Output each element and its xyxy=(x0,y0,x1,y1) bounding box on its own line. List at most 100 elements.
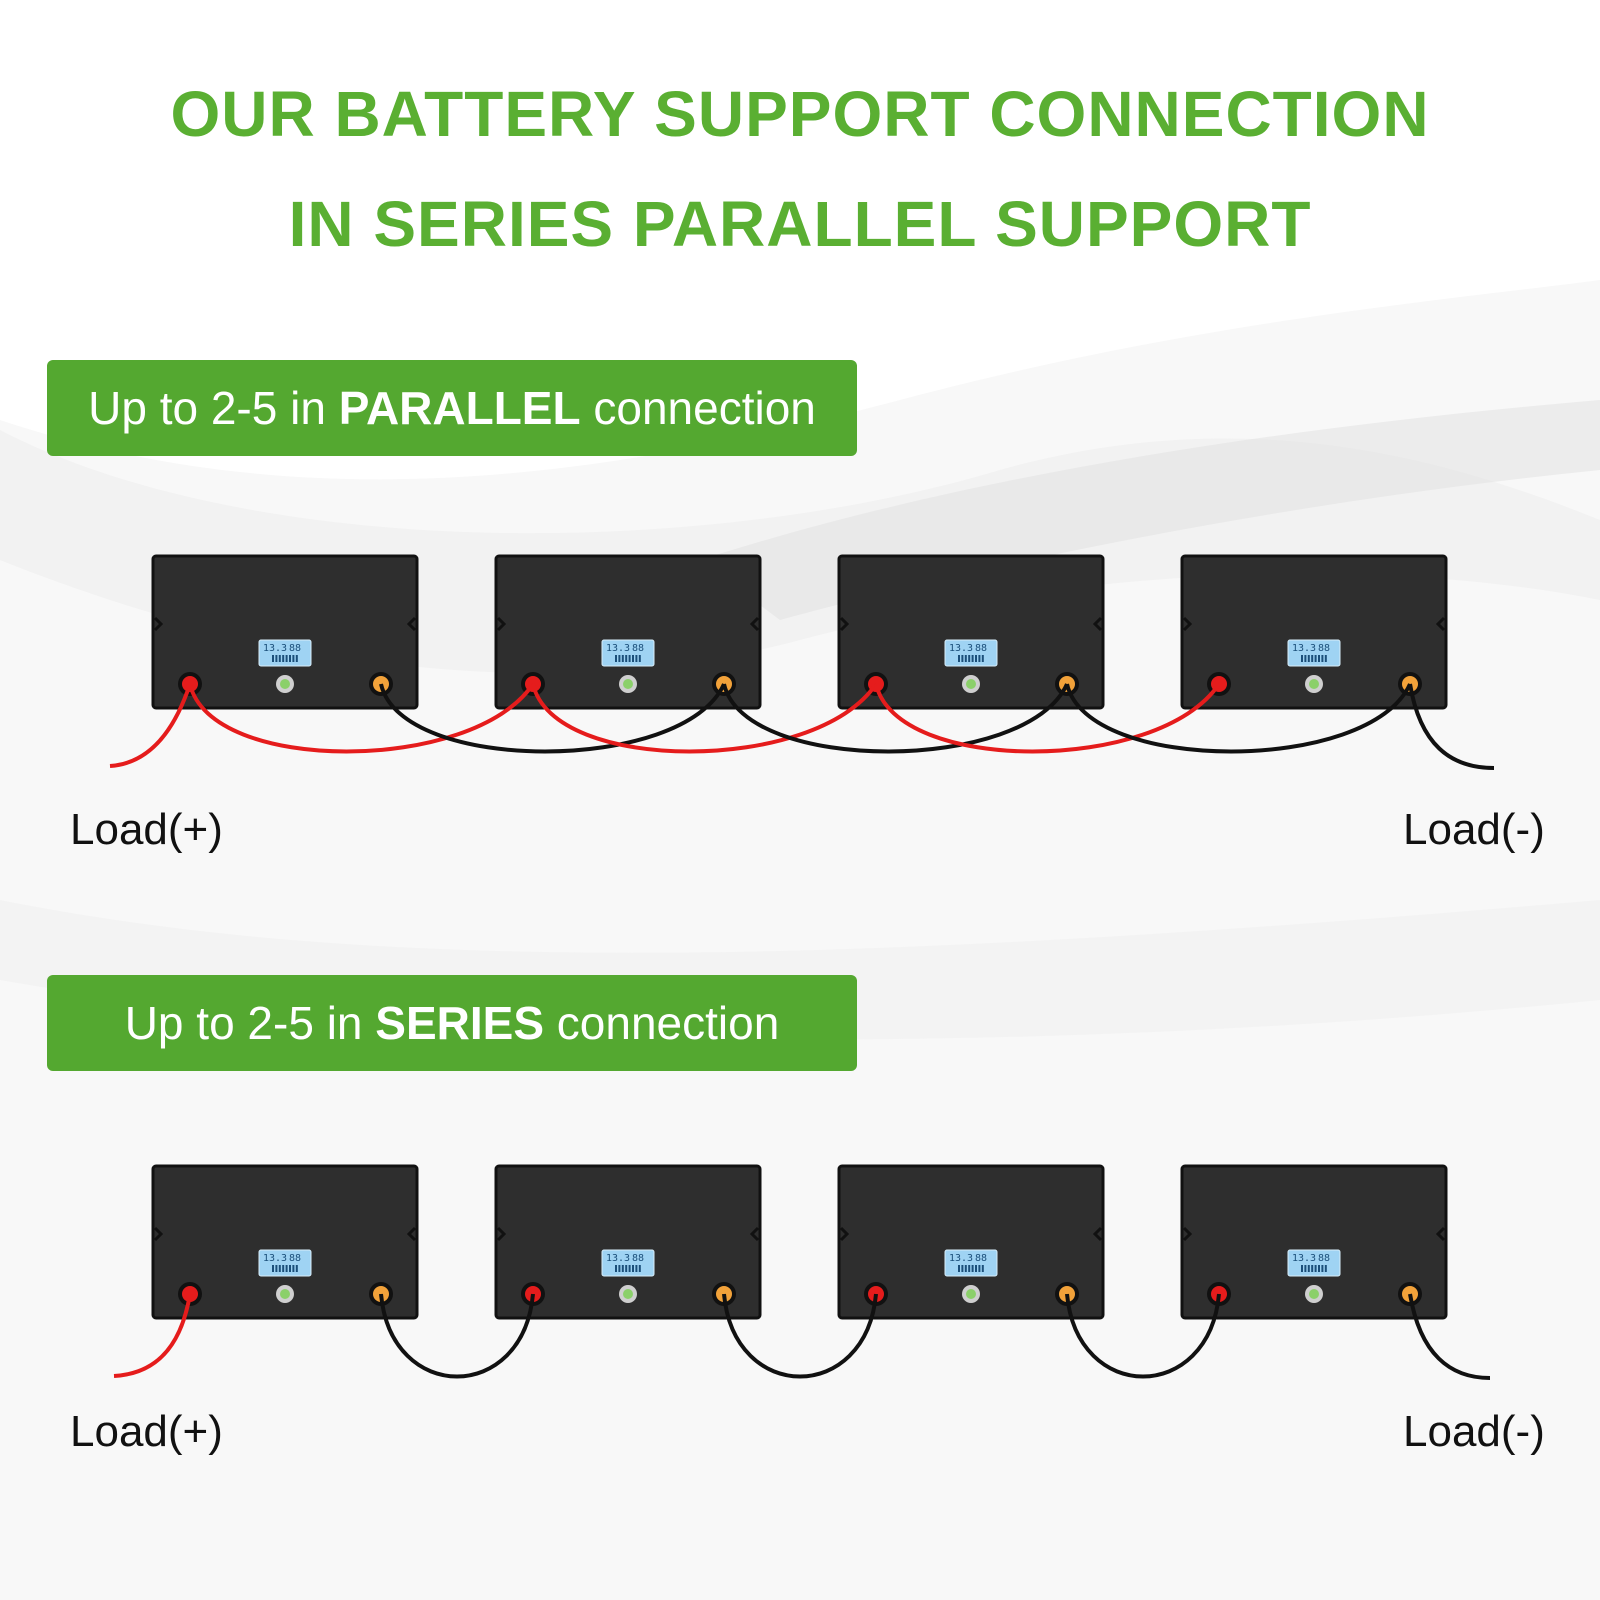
series-banner: Up to 2-5 in SERIES connection xyxy=(47,975,857,1071)
battery-lcd-bar xyxy=(1321,655,1324,662)
battery-lcd-bar xyxy=(272,655,274,662)
battery-lcd-bar xyxy=(981,1265,984,1272)
battery-lcd-bar xyxy=(621,655,624,662)
battery-notch-left xyxy=(839,1226,850,1242)
power-button-led xyxy=(1309,1289,1319,1299)
battery-lcd-bar xyxy=(1307,1265,1310,1272)
load-negative-wire xyxy=(1408,683,1495,770)
battery-lcd-bar xyxy=(625,1265,628,1272)
battery-lcd-bar xyxy=(1318,655,1320,662)
battery-lcd-bar xyxy=(628,655,631,662)
battery-notch-right xyxy=(406,1226,417,1242)
battery-lcd-bar xyxy=(1321,1265,1324,1272)
positive-link-wire xyxy=(874,682,1221,754)
battery-lcd-voltage: 13.3 xyxy=(606,1253,630,1264)
battery-lcd-percent: 88 xyxy=(1318,1253,1330,1264)
battery-lcd-bar xyxy=(292,655,295,662)
battery-lcd-bar xyxy=(282,655,285,662)
battery-notch-right xyxy=(1435,616,1446,632)
battery-lcd-bar xyxy=(292,1265,295,1272)
load-positive-wire xyxy=(109,683,192,768)
battery-lcd-percent: 88 xyxy=(975,643,987,654)
battery-lcd-bar xyxy=(1324,1265,1327,1272)
battery-lcd-bar xyxy=(1311,655,1314,662)
parallel-wires xyxy=(109,682,1495,770)
battery-lcd-bar xyxy=(964,655,967,662)
load-positive-wire xyxy=(113,1293,192,1378)
battery-body xyxy=(1180,554,1448,710)
battery-notch-left xyxy=(496,616,507,632)
battery-notch-left xyxy=(496,1226,507,1242)
battery-lcd-bar xyxy=(978,655,981,662)
headline-line-1: OUR BATTERY SUPPORT CONNECTION xyxy=(170,78,1430,150)
battery-lcd-bar xyxy=(272,1265,274,1272)
battery-lcd-bar xyxy=(615,655,617,662)
negative-link-wire xyxy=(379,683,726,754)
battery-lcd-bar xyxy=(978,1265,981,1272)
battery-lcd-bar xyxy=(968,1265,971,1272)
battery-lcd-voltage: 13.3 xyxy=(606,643,630,654)
series-link-wire xyxy=(1065,1293,1221,1379)
battery-lcd-bar xyxy=(278,1265,281,1272)
power-button-led xyxy=(623,679,633,689)
power-button-led xyxy=(966,679,976,689)
power-button-led xyxy=(966,1289,976,1299)
battery-notch-left xyxy=(839,616,850,632)
series-load-positive-label: Load(+) xyxy=(70,1407,223,1456)
battery-body xyxy=(837,1164,1105,1320)
battery-lcd-bar xyxy=(295,1265,298,1272)
battery-lcd-bar xyxy=(975,1265,977,1272)
battery-lcd-bar xyxy=(1304,1265,1307,1272)
battery-lcd-bar xyxy=(278,655,281,662)
power-button-led xyxy=(623,1289,633,1299)
battery-lcd-bar xyxy=(282,1265,285,1272)
battery-lcd-bar xyxy=(1301,1265,1303,1272)
battery-lcd-percent: 88 xyxy=(632,1253,644,1264)
battery-notch-right xyxy=(1092,1226,1103,1242)
battery-lcd-bar xyxy=(958,655,960,662)
battery-lcd-voltage: 13.3 xyxy=(949,643,973,654)
battery-notch-left xyxy=(153,1226,164,1242)
battery-notch-right xyxy=(749,616,760,632)
battery-lcd-bar xyxy=(289,655,291,662)
battery-body xyxy=(837,554,1105,710)
battery-lcd-bar xyxy=(618,655,621,662)
battery-lcd-bar xyxy=(964,1265,967,1272)
load-negative-wire xyxy=(1408,1293,1491,1380)
battery-lcd-bar xyxy=(1301,655,1303,662)
power-button-led xyxy=(1309,679,1319,689)
battery-lcd-bar xyxy=(1324,655,1327,662)
battery-notch-right xyxy=(1092,616,1103,632)
battery-lcd-percent: 88 xyxy=(975,1253,987,1264)
positive-link-wire xyxy=(188,682,535,754)
battery-lcd-bar xyxy=(638,1265,641,1272)
battery-body xyxy=(494,554,762,710)
battery-lcd-bar xyxy=(981,655,984,662)
battery-lcd-percent: 88 xyxy=(632,643,644,654)
battery-notch-right xyxy=(749,1226,760,1242)
battery-lcd-voltage: 13.3 xyxy=(1292,643,1316,654)
series-load-negative-label: Load(-) xyxy=(1403,1407,1545,1456)
battery-lcd-bar xyxy=(635,1265,638,1272)
battery-lcd-percent: 88 xyxy=(289,1253,301,1264)
battery-lcd-bar xyxy=(961,1265,964,1272)
battery-lcd-voltage: 13.3 xyxy=(1292,1253,1316,1264)
battery-lcd-voltage: 13.3 xyxy=(263,643,287,654)
series-link-wire xyxy=(379,1293,535,1379)
parallel-load-positive-label: Load(+) xyxy=(70,805,223,854)
power-button-led xyxy=(280,1289,290,1299)
battery-notch-right xyxy=(406,616,417,632)
power-button-led xyxy=(280,679,290,689)
parallel-banner-suffix: connection xyxy=(580,382,816,434)
battery-lcd-bar xyxy=(632,655,634,662)
battery-lcd-bar xyxy=(625,655,628,662)
series-banner-suffix: connection xyxy=(544,997,780,1049)
positive-link-wire xyxy=(531,682,878,754)
battery-notch-right xyxy=(1435,1226,1446,1242)
battery-body xyxy=(494,1164,762,1320)
battery-lcd-bar xyxy=(975,655,977,662)
